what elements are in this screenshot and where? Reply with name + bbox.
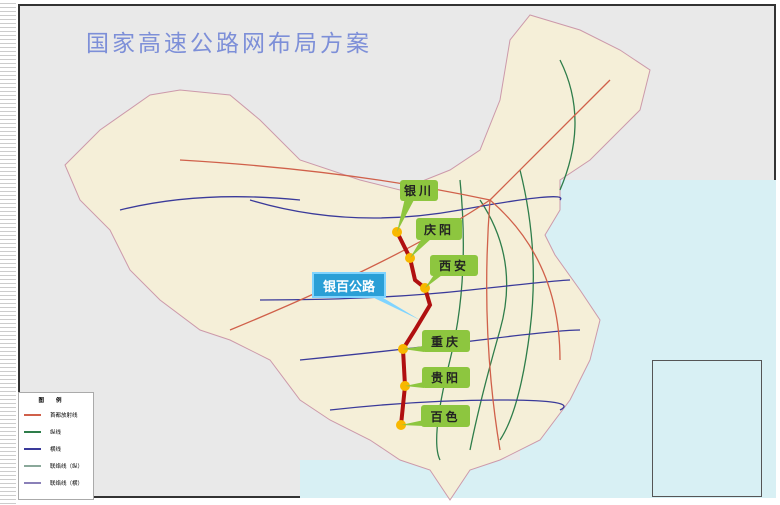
legend-item: 联络线（横） — [19, 474, 93, 491]
callout-yinchuan: 银川 — [400, 180, 438, 201]
route-name-banner: 银百公路 — [312, 272, 386, 298]
legend-swatch — [24, 481, 41, 484]
legend-item: 首都放射线 — [19, 406, 93, 423]
legend-item: 联络线（纵） — [19, 457, 93, 474]
legend-label: 首都放射线 — [50, 412, 78, 419]
map-legend: 图例 首都放射线 纵线 横线 联络线（纵） 联络线（横） — [18, 392, 94, 500]
callout-guiyang: 贵阳 — [422, 367, 470, 388]
legend-label: 纵线 — [50, 429, 62, 436]
highway-network — [119, 59, 611, 461]
legend-swatch — [24, 413, 41, 416]
yinbai-highway-route — [395, 231, 433, 426]
map-title: 国家高速公路网布局方案 — [86, 31, 372, 57]
legend-swatch — [24, 447, 41, 450]
callout-xian: 西安 — [430, 255, 478, 276]
china-landmass — [64, 14, 651, 501]
callout-qingyang: 庆阳 — [416, 218, 462, 240]
callout-chongqing: 重庆 — [422, 330, 470, 352]
legend-label: 横线 — [50, 446, 62, 453]
south-china-sea-inset — [652, 360, 762, 497]
legend-swatch — [24, 430, 41, 433]
legend-swatch — [24, 464, 41, 467]
legend-title: 图例 — [38, 398, 74, 404]
callout-baise: 百色 — [421, 405, 470, 427]
legend-label: 联络线（纵） — [50, 463, 84, 470]
legend-item: 纵线 — [19, 423, 93, 440]
callout-pointers — [370, 198, 446, 426]
page-edge-stripes — [0, 0, 16, 505]
legend-item: 横线 — [19, 440, 93, 457]
legend-label: 联络线（横） — [50, 480, 84, 487]
